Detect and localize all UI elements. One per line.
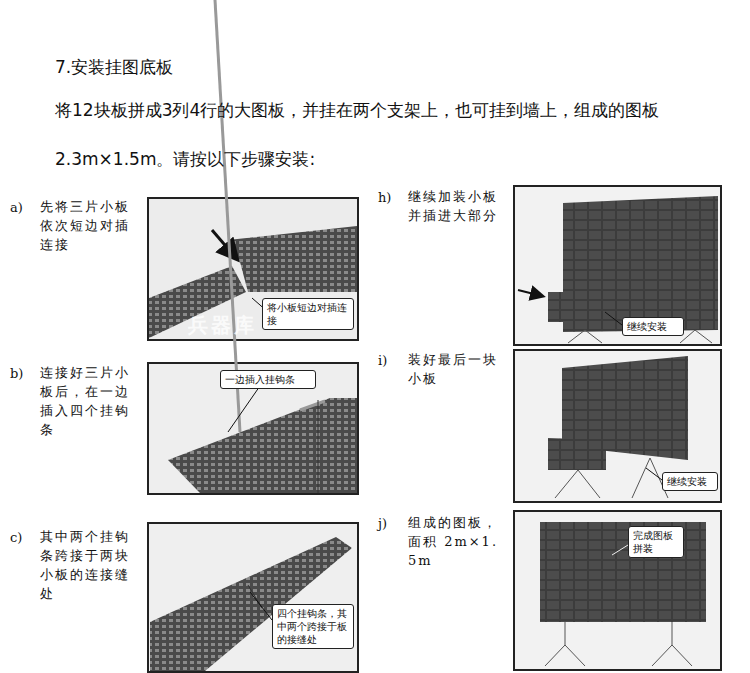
illustration-line: [545, 645, 565, 666]
illustration-polygon: [168, 398, 357, 493]
callout-text: 完成图板拼装: [633, 529, 679, 555]
illustration-line: [578, 470, 600, 498]
illustration-line: [605, 312, 622, 325]
illustration-rect: [514, 186, 721, 345]
illustration-rect: [148, 363, 358, 494]
illustration-rect: [514, 511, 721, 670]
page-title: 7.安装挂图底板: [55, 56, 173, 79]
illustration-rect: [540, 522, 706, 622]
illustration-line: [215, 0, 240, 432]
illustration-line: [652, 645, 672, 666]
illustration-line: [565, 645, 585, 666]
step-letter: i): [378, 353, 387, 368]
callout-box: 一边插入挂钩条: [220, 370, 316, 389]
illustration-line: [672, 622, 673, 645]
callout-box: 完成图板拼装: [628, 526, 684, 558]
illustration-line: [300, 401, 325, 410]
illustration-polygon: [548, 438, 606, 470]
illustration-line: [565, 622, 566, 645]
callout-text: 将小板短边对插连接: [267, 301, 349, 327]
step-letter: a): [10, 200, 23, 215]
callout-text: 继续安装: [627, 320, 679, 333]
illustration-line: [672, 645, 692, 666]
illustration-polygon: [228, 226, 357, 292]
intro-text: 将12块板拼成3列4行的大图板，并挂在两个支架上，也可挂到墙上，组成的图板 2.…: [55, 86, 715, 184]
step-text: 装好最后一块小板: [408, 350, 504, 388]
illustration-line: [250, 592, 272, 620]
illustration-line: [212, 230, 236, 258]
illustration-line: [318, 400, 319, 493]
step-text: 先将三片小板依次短边对插连接: [40, 197, 136, 254]
illustration-line: [585, 330, 602, 343]
illustration-line: [632, 458, 650, 498]
illustration-line: [695, 330, 712, 343]
step-letter: c): [10, 530, 22, 545]
illustration-rect: [148, 198, 358, 340]
illustration-rect: [148, 523, 358, 672]
illustration-line: [518, 290, 542, 296]
illustration-line: [612, 545, 628, 555]
step-letter: j): [378, 516, 387, 531]
step-text: 继续加装小板并插进大部分: [408, 187, 504, 225]
watermark: 兵器库: [188, 312, 257, 339]
illustration-line: [646, 468, 662, 480]
step-letter: b): [10, 366, 23, 381]
callout-text: 继续安装: [667, 475, 713, 488]
illustration-line: [568, 330, 585, 343]
step-text: 连接好三片小板后，在一边插入四个挂钩条: [40, 363, 136, 439]
illustration-line: [555, 470, 578, 498]
callout-box: 继续安装: [662, 472, 718, 491]
callout-text: 四个挂钩条，其中两个跨接于板的接缝处: [277, 607, 349, 646]
callout-box: 继续安装: [622, 317, 684, 336]
callout-box: 四个挂钩条，其中两个跨接于板的接缝处: [272, 604, 354, 649]
callout-box: 将小板短边对插连接: [262, 298, 354, 330]
step-text: 组成的图板，面积 2m×1.5m: [408, 513, 504, 570]
step-letter: h): [378, 190, 391, 205]
callout-text: 一边插入挂钩条: [225, 373, 311, 386]
step-text: 其中两个挂钩条跨接于两块小板的连接缝处: [40, 527, 136, 603]
illustration-rect: [514, 350, 721, 502]
illustration-line: [228, 383, 262, 432]
illustration-rect: [548, 292, 594, 322]
